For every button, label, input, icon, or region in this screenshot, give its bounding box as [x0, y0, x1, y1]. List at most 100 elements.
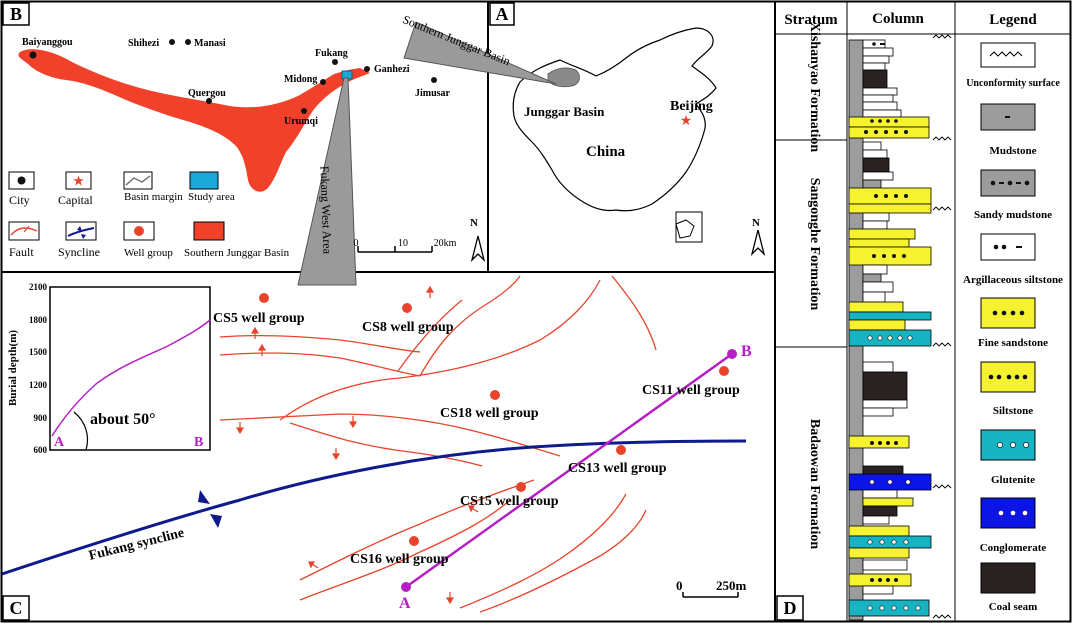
- argillaceous-siltstone-icon: [993, 244, 1022, 250]
- litho-dot: [886, 441, 890, 445]
- city-urumqi: Urumqi: [284, 116, 318, 127]
- wave-icon: [932, 34, 952, 39]
- layer-mudstone: [862, 179, 882, 189]
- layer: [862, 220, 888, 230]
- north-label-b: N: [470, 217, 478, 229]
- layer: [862, 101, 898, 111]
- fukang-syncline-line: [1, 439, 747, 576]
- glut-dot: [897, 335, 903, 341]
- city-fukang: Fukang: [315, 48, 348, 59]
- well-cs16: CS16 well group: [350, 552, 449, 567]
- well-dot-cs13: [616, 445, 626, 455]
- panel-b-tag: B: [10, 4, 22, 24]
- litho-dot: [894, 119, 898, 123]
- fault-8: [289, 422, 483, 467]
- fault-icon: [10, 227, 38, 236]
- legend-sandy-mudstone-label: Sandy mudstone: [974, 209, 1052, 221]
- panel-d-legend: Unconformity surface Mudstone Sandy muds…: [963, 42, 1063, 613]
- junggar-basin-shape: [547, 67, 580, 88]
- layer-fine-sandstone: [848, 525, 910, 537]
- legend-coal-label: Coal seam: [989, 601, 1038, 613]
- glut-dot: [867, 335, 873, 341]
- wave-icon: [932, 206, 952, 211]
- st-dot: [988, 374, 994, 380]
- sm-dot: [1007, 180, 1013, 186]
- city-manasi: Manasi: [194, 38, 226, 49]
- layer: [862, 149, 888, 159]
- well-groups: CS5 well group CS8 well group CS18 well …: [213, 293, 740, 567]
- layer: [862, 264, 888, 275]
- litho-dot: [870, 441, 874, 445]
- glutenite-icon: [997, 442, 1029, 448]
- legend-unconformity-box: [980, 42, 1036, 68]
- southern-junggar-callout: [403, 21, 557, 85]
- legend-mudstone-label: Mudstone: [989, 145, 1036, 157]
- fault-arrowhead-4: [348, 421, 358, 429]
- litho-dot: [894, 130, 898, 134]
- well-dot-cs11: [719, 366, 729, 376]
- fs-dot: [992, 310, 998, 316]
- lithology-column: [848, 39, 932, 617]
- fault-2: [219, 352, 421, 377]
- as-dot: [993, 244, 999, 250]
- glut-dot: [907, 335, 913, 341]
- legend-glutenite-label: Glutenite: [991, 474, 1035, 486]
- scale-label-0: 0: [354, 238, 359, 249]
- fault-arrowhead-9: [468, 505, 476, 513]
- layer: [862, 489, 898, 499]
- well-cs15: CS15 well group: [460, 494, 559, 509]
- litho-dot: [902, 254, 906, 258]
- fault-6: [219, 413, 561, 457]
- inset-ytick-2100: 2100: [29, 282, 48, 292]
- congl-dot: [905, 479, 911, 485]
- basin-margin-icon: [125, 175, 151, 186]
- litho-dot: [878, 441, 882, 445]
- fault-11: [459, 493, 627, 609]
- profile-label-b: B: [741, 343, 752, 360]
- city-dot-ganhezi: [364, 66, 370, 72]
- inset-ytick-1500: 1500: [29, 347, 48, 357]
- panel-a-tag: A: [496, 4, 509, 24]
- glut-dot: [915, 605, 921, 611]
- cg-dot: [1010, 510, 1016, 516]
- inset-ytick-600: 600: [34, 445, 48, 455]
- legend-fine-sandstone-box: [980, 297, 1036, 329]
- profile-label-a: A: [399, 595, 411, 612]
- litho-dot: [904, 194, 908, 198]
- wave-icon: [932, 484, 952, 489]
- panel-a: A Southern Junggar Basin Junggar Basin C…: [401, 2, 766, 257]
- city-dot-icon: [17, 176, 26, 185]
- sm-dash: [1016, 182, 1021, 184]
- star-icon: ★: [72, 175, 85, 190]
- cg-dot: [998, 510, 1004, 516]
- litho-dash: [880, 43, 885, 45]
- syncline-arrows-icon: [77, 226, 86, 239]
- sandy-mudstone-icon: [990, 180, 1030, 186]
- unconformity-icon: [989, 51, 1023, 57]
- legend-basin-margin-label: Basin margin: [124, 191, 183, 203]
- layer: [862, 94, 894, 103]
- city-dot-jimusar: [431, 77, 437, 83]
- gl-dot: [1010, 442, 1016, 448]
- litho-dot: [886, 119, 890, 123]
- well-dot-cs18: [490, 390, 500, 400]
- scale-label-2: 20km: [434, 238, 457, 249]
- glut-dot: [867, 605, 873, 611]
- layer-coal: [862, 371, 908, 401]
- scale-c-label-1: 250m: [716, 578, 747, 593]
- layer-siltstone: [848, 126, 930, 139]
- inset-frame: [49, 286, 211, 451]
- layer: [862, 141, 882, 151]
- scale-label-1: 10: [398, 238, 408, 249]
- panel-c-scale: 0 250m: [676, 578, 747, 598]
- north-arrow-a-icon: [750, 229, 766, 257]
- well-dot-cs8: [402, 303, 412, 313]
- city-ganhezi: Ganhezi: [374, 64, 410, 75]
- glut-dot: [877, 335, 883, 341]
- layer-fine-sandstone: [848, 203, 932, 214]
- north-label-a: N: [752, 217, 760, 229]
- fault-arrows: [235, 285, 479, 605]
- st-dot: [996, 374, 1002, 380]
